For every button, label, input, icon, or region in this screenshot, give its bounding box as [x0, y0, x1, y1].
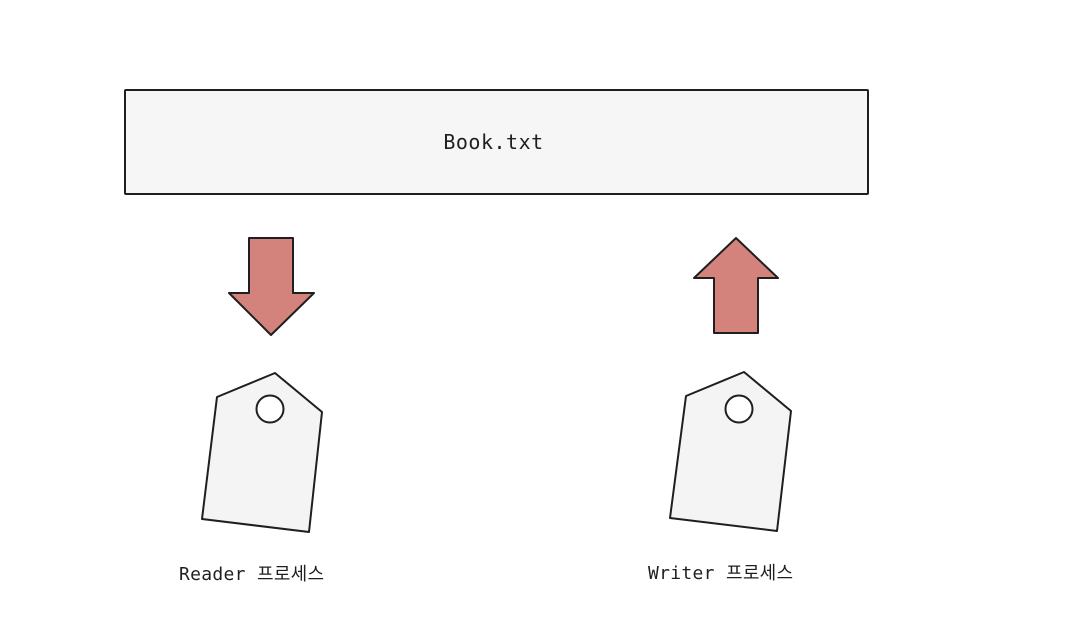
arrow-down-icon [228, 237, 315, 336]
file-box-book-txt: Book.txt [124, 89, 869, 195]
arrow-up-icon [693, 237, 779, 334]
tag-icon [201, 372, 323, 533]
reader-process-label: Reader 프로세스 [179, 564, 325, 585]
tag-icon [669, 371, 792, 532]
writer-process-label: Writer 프로세스 [648, 563, 794, 584]
file-name-label: Book.txt [443, 130, 544, 154]
